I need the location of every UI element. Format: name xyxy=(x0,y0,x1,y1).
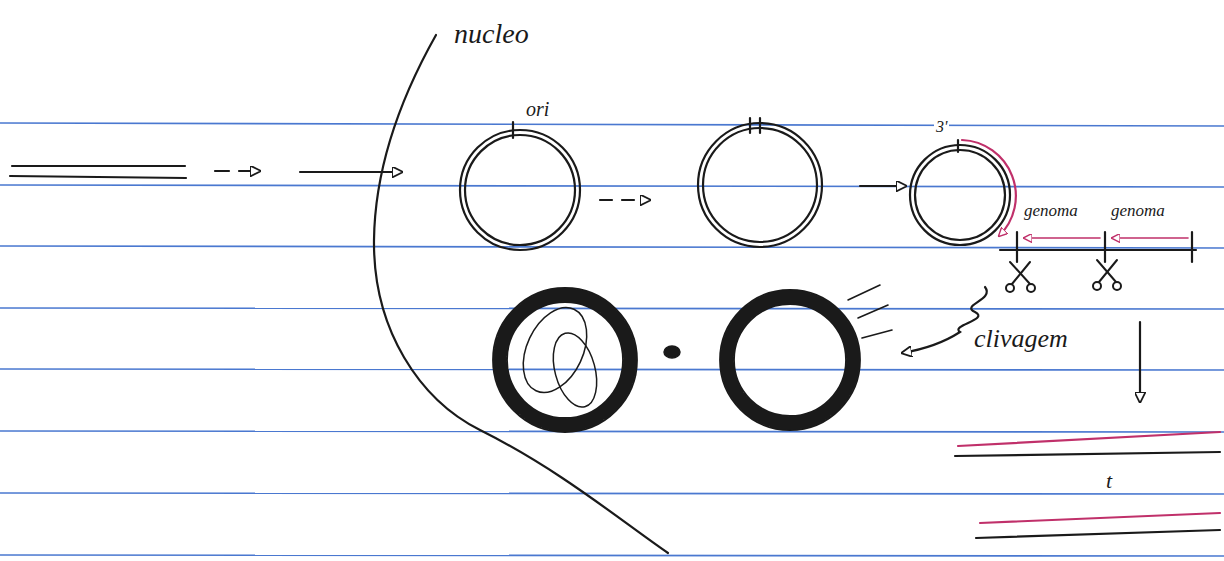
circular-dna xyxy=(703,128,817,242)
concatemer xyxy=(1000,249,1196,251)
arrow xyxy=(215,170,260,172)
notebook-lines xyxy=(0,123,1224,556)
note-label: nucleo xyxy=(452,18,531,50)
new-strand xyxy=(958,432,1220,446)
scissors-symbol xyxy=(1006,262,1035,292)
ori-tick xyxy=(512,122,514,138)
linear-dna xyxy=(955,452,1220,456)
note-label: 3' xyxy=(934,118,949,136)
circular-dna xyxy=(915,150,1005,240)
genome-tick xyxy=(1016,232,1018,262)
circular-dna xyxy=(910,145,1010,245)
dot xyxy=(664,346,680,358)
ori-tick xyxy=(759,118,761,133)
note-label: t xyxy=(1104,468,1114,493)
genome-tick xyxy=(1104,232,1106,262)
arrow xyxy=(860,185,906,187)
genome-arrow xyxy=(1024,237,1100,239)
nucleus-boundary xyxy=(374,35,668,553)
note-label: genoma xyxy=(1022,201,1080,221)
arrow xyxy=(300,171,402,173)
arrow xyxy=(1139,322,1141,402)
supercoiled-dna xyxy=(493,288,637,432)
scissors-symbol xyxy=(1093,260,1121,290)
ori-tick xyxy=(749,118,751,133)
note-label: ori xyxy=(524,98,551,121)
linear-dna xyxy=(12,165,185,167)
nick-tick xyxy=(957,140,959,152)
note-label: clivagem xyxy=(972,324,1070,354)
note-label: genoma xyxy=(1109,201,1167,221)
genome-arrow xyxy=(1112,237,1188,239)
supercoiled-dna xyxy=(720,285,892,430)
arrow xyxy=(600,199,650,201)
linear-dna xyxy=(10,176,186,178)
linear-dna xyxy=(976,530,1220,538)
new-strand xyxy=(980,513,1220,523)
circular-dna xyxy=(698,123,822,247)
genome-tick xyxy=(1191,232,1193,262)
circular-dna xyxy=(465,135,575,245)
new-strand xyxy=(962,140,1016,236)
circular-dna xyxy=(460,130,580,250)
